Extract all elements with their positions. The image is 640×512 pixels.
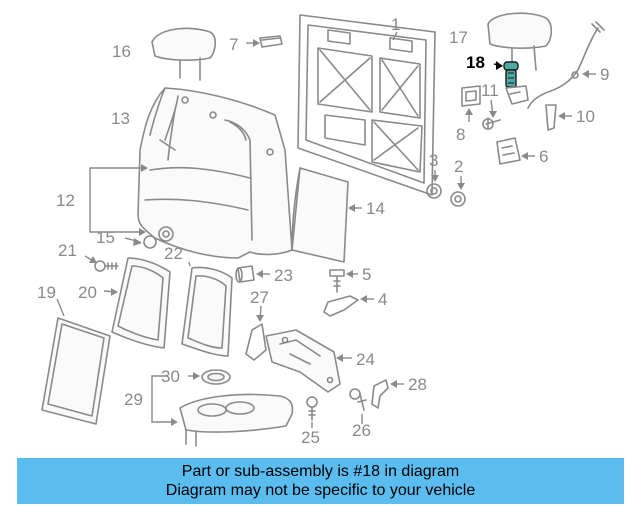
part-22-trim-panel[interactable]	[181, 266, 233, 357]
part-18-headrest-guide[interactable]	[503, 61, 519, 88]
callout-27: 27	[250, 288, 269, 307]
part-17-headrest[interactable]	[487, 12, 553, 71]
callout-12: 12	[56, 191, 75, 210]
part-29-armrest[interactable]	[179, 393, 294, 447]
part-6-bracket[interactable]	[496, 137, 521, 165]
callout-24: 24	[356, 350, 375, 369]
part-27-clip[interactable]	[245, 323, 267, 361]
callout-29: 29	[124, 390, 143, 409]
part-21-screw[interactable]	[94, 260, 119, 272]
callout-10: 10	[576, 107, 595, 126]
part-14-panel[interactable]	[291, 167, 349, 263]
callout-2: 2	[454, 157, 463, 176]
callout-11: 11	[481, 81, 499, 100]
callout-7: 7	[229, 35, 238, 54]
callout-22: 22	[164, 244, 183, 263]
part-28-hook[interactable]	[371, 379, 389, 409]
callout-16: 16	[112, 42, 131, 61]
callout-15: 15	[96, 228, 115, 247]
callout-18: 18	[466, 53, 485, 72]
banner-line-1: Part or sub-assembly is #18 in diagram	[181, 463, 460, 480]
part-2-grommet[interactable]	[450, 191, 466, 207]
part-16-headrest[interactable]	[151, 27, 217, 81]
info-banner: Part or sub-assembly is #18 in diagram D…	[17, 458, 624, 504]
part-25-screw[interactable]	[306, 396, 318, 421]
callout-6: 6	[539, 147, 548, 166]
part-8-button[interactable]	[461, 85, 481, 107]
part-26-screw[interactable]	[349, 388, 367, 411]
callout-8: 8	[456, 125, 465, 144]
banner-line-2: Diagram may not be specific to your vehi…	[165, 482, 476, 499]
callout-26: 26	[352, 421, 371, 440]
part-11-bracket[interactable]	[505, 85, 529, 105]
callout-20: 20	[78, 283, 97, 302]
callout-25: 25	[301, 428, 320, 447]
callout-13: 13	[111, 109, 130, 128]
part-19-trim-panel[interactable]	[41, 317, 111, 425]
callout-5: 5	[362, 265, 371, 284]
part-3-grommet[interactable]	[426, 183, 442, 199]
part-7-clip[interactable]	[259, 35, 283, 48]
callout-23: 23	[274, 266, 293, 285]
callout-30: 30	[161, 367, 180, 386]
part-1-seatback-frame[interactable]	[297, 14, 436, 196]
part-5-bolt[interactable]	[329, 269, 345, 293]
callout-21: 21	[58, 241, 77, 260]
part-10-latch[interactable]	[545, 104, 557, 131]
part-23-plug[interactable]	[235, 265, 255, 283]
callout-19: 19	[37, 283, 56, 302]
callout-28: 28	[408, 375, 427, 394]
callout-9: 9	[600, 65, 609, 84]
part-9-cable[interactable]	[527, 21, 605, 109]
part-15-grommet[interactable]	[143, 226, 174, 249]
callout-17: 17	[449, 28, 468, 47]
callout-14: 14	[366, 199, 385, 218]
part-4-bracket[interactable]	[323, 295, 359, 317]
part-30-cup-insert[interactable]	[201, 369, 231, 385]
callout-3: 3	[429, 151, 438, 170]
part-13-seatback-cushion[interactable]	[137, 87, 293, 259]
part-20-trim-panel[interactable]	[111, 257, 171, 349]
callout-4: 4	[378, 290, 387, 309]
callout-1: 1	[391, 15, 400, 34]
part-24-frame[interactable]	[265, 329, 341, 393]
part-11-bolt[interactable]	[482, 117, 501, 130]
